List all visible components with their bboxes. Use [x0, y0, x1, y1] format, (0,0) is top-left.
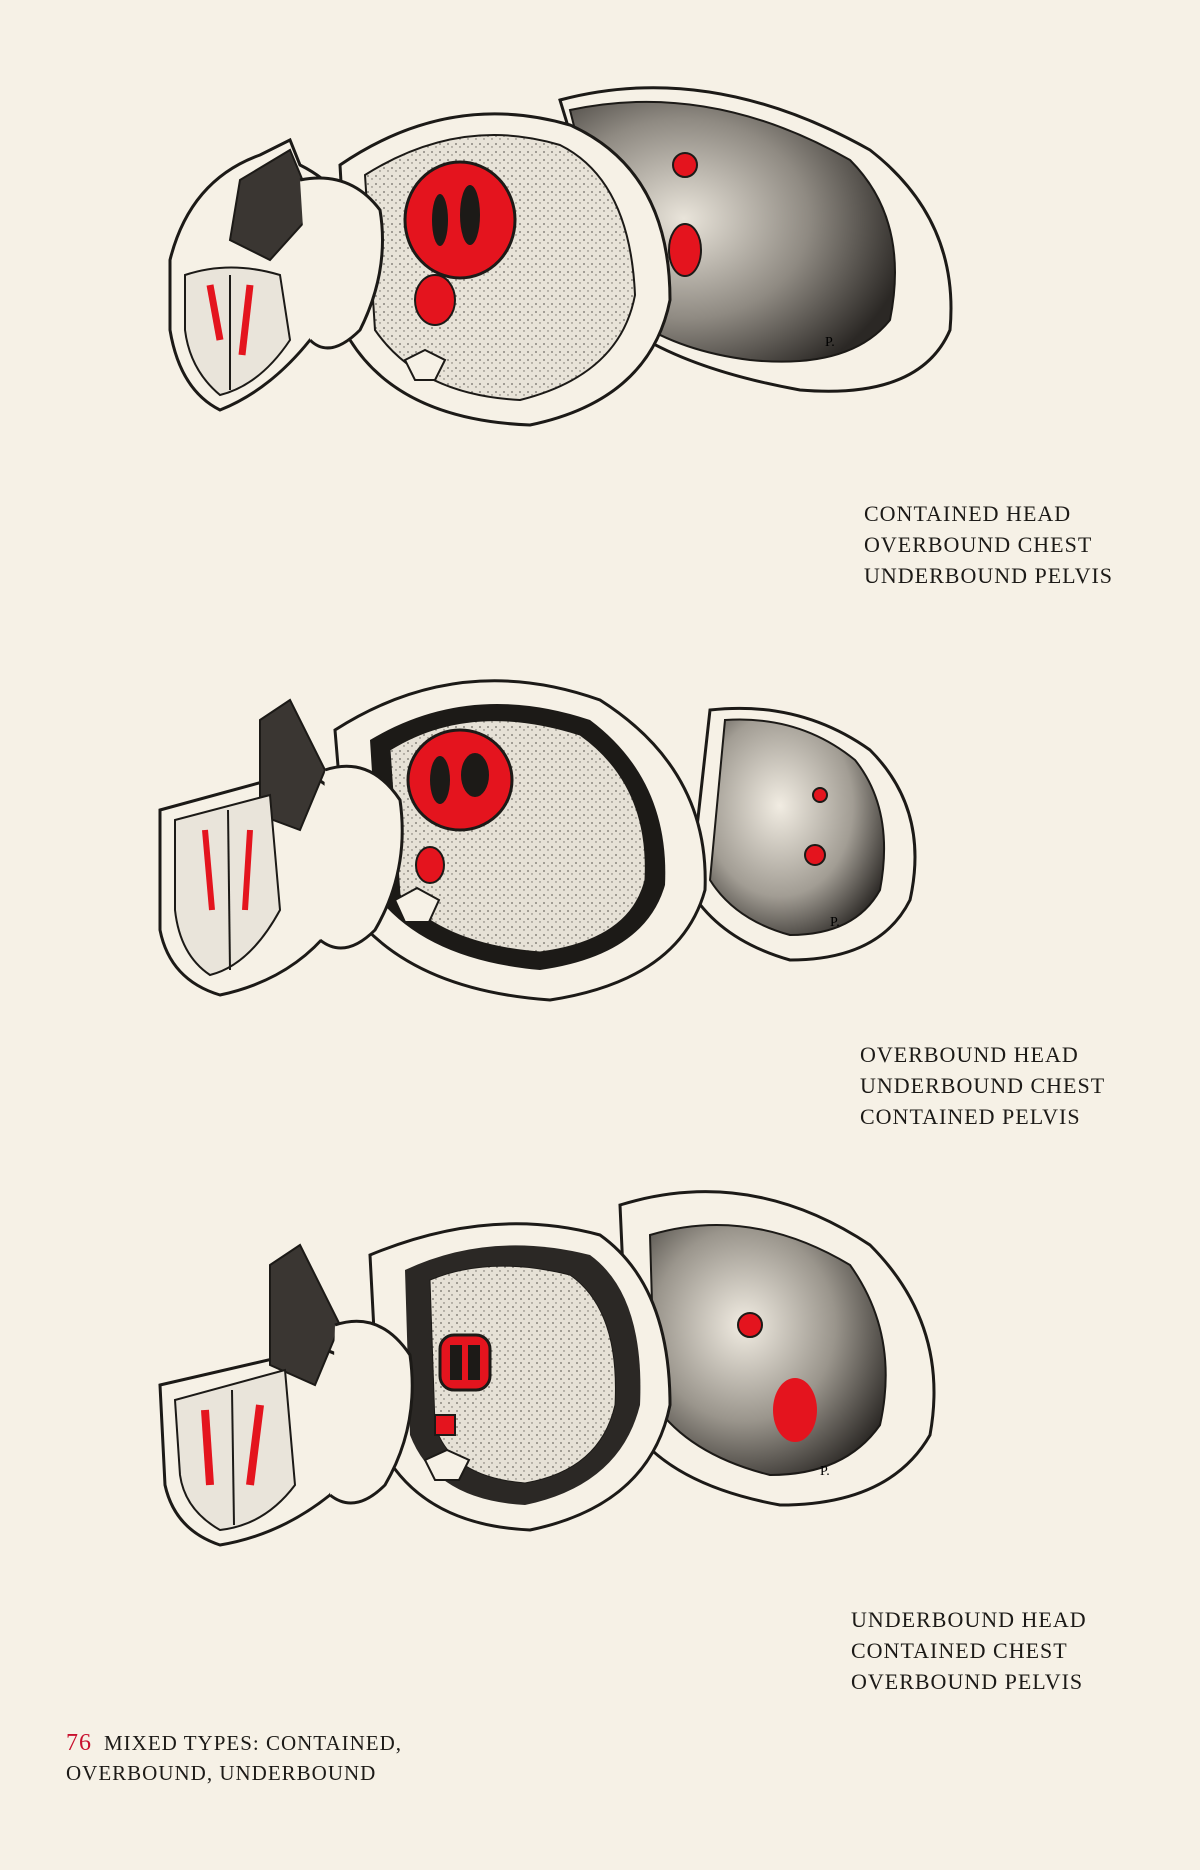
- footer-title-line-2: OVERBOUND, UNDERBOUND: [66, 1761, 377, 1785]
- neck-section: [299, 176, 384, 350]
- red-marking: [206, 284, 224, 341]
- red-marking: [804, 844, 826, 866]
- figure-2-caption: OVERBOUND HEAD UNDERBOUND CHEST CONTAINE…: [860, 1039, 1105, 1132]
- caption-line: OVERBOUND CHEST: [864, 532, 1093, 557]
- chest-section: [333, 679, 707, 1002]
- pelvis-section: [688, 706, 917, 962]
- figure-3-caption: UNDERBOUND HEAD CONTAINED CHEST OVERBOUN…: [851, 1604, 1087, 1697]
- figure-1-illustration: P.: [150, 70, 1050, 530]
- head-section: [158, 1243, 364, 1547]
- figure-2-illustration: P.: [150, 660, 1050, 1120]
- caption-line: UNDERBOUND CHEST: [860, 1073, 1106, 1098]
- artist-mark: P.: [820, 1464, 830, 1479]
- spine-vertebra: [423, 1448, 471, 1481]
- head-section: [158, 698, 350, 997]
- artist-mark: P.: [830, 915, 840, 930]
- figure-1-svg: P.: [168, 86, 953, 427]
- red-marking: [672, 152, 698, 178]
- red-marking: [246, 1404, 264, 1486]
- figure-3-svg: P.: [158, 1190, 936, 1547]
- heart-section-red: [403, 160, 517, 280]
- artist-mark: P.: [825, 335, 835, 350]
- red-marking: [773, 1378, 817, 1442]
- red-marking: [812, 787, 828, 803]
- page-footer: 76 MIXED TYPES: CONTAINED, OVERBOUND, UND…: [66, 1728, 402, 1788]
- pelvis-section: [618, 1190, 936, 1507]
- caption-line: UNDERBOUND HEAD: [851, 1607, 1087, 1632]
- red-marking: [668, 223, 702, 277]
- red-marking: [202, 829, 215, 911]
- caption-line: CONTAINED CHEST: [851, 1638, 1068, 1663]
- page-number: 76: [66, 1730, 92, 1756]
- caption-line: CONTAINED HEAD: [864, 501, 1072, 526]
- heart-section-red: [438, 1333, 492, 1392]
- neck-section: [319, 764, 404, 950]
- heart-section-red: [406, 728, 514, 832]
- spine-vertebra: [393, 886, 441, 923]
- neck-section: [329, 1319, 414, 1505]
- figure-3-illustration: P.: [150, 1185, 1050, 1645]
- chest-section: [368, 1222, 672, 1532]
- spine-vertebra: [403, 348, 447, 381]
- caption-line: OVERBOUND HEAD: [860, 1042, 1079, 1067]
- figure-2-svg: P.: [158, 679, 917, 1002]
- caption-line: CONTAINED PELVIS: [860, 1104, 1081, 1129]
- red-marking: [737, 1312, 763, 1338]
- red-marking: [201, 1409, 214, 1486]
- footer-title-line-1: MIXED TYPES: CONTAINED,: [104, 1731, 403, 1755]
- chest-section: [338, 112, 672, 427]
- caption-line: OVERBOUND PELVIS: [851, 1669, 1084, 1694]
- footer-line-1: 76 MIXED TYPES: CONTAINED,: [66, 1728, 402, 1758]
- caption-line: UNDERBOUND PELVIS: [864, 563, 1114, 588]
- figure-1-caption: CONTAINED HEAD OVERBOUND CHEST UNDERBOUN…: [864, 498, 1113, 591]
- red-marking: [238, 284, 254, 356]
- red-marking: [242, 829, 253, 911]
